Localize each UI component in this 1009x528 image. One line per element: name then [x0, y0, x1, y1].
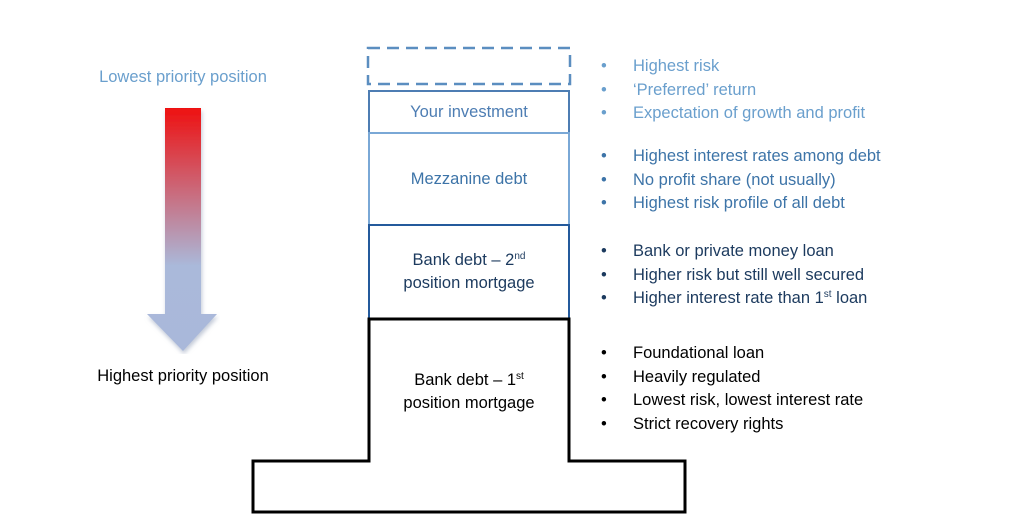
list-item: Higher interest rate than 1st loan: [601, 287, 867, 311]
list-item: No profit share (not usually): [601, 169, 881, 193]
bank-debt-2nd-label: Bank debt – 2nd position mortgage: [403, 249, 534, 295]
bank-debt-1st-line2: position mortgage: [403, 394, 535, 412]
list-item: Strict recovery rights: [601, 413, 863, 437]
investment-bullets: Highest risk ‘Preferred’ return Expectat…: [601, 55, 865, 126]
bank-debt-1st-sup: st: [516, 371, 524, 382]
list-item: Highest risk profile of all debt: [601, 192, 881, 216]
bank2-last-suffix: loan: [831, 289, 868, 307]
your-investment-label: Your investment: [410, 102, 528, 121]
bank-debt-2nd-line2: position mortgage: [403, 274, 535, 292]
mezzanine-bullets: Highest interest rates among debt No pro…: [601, 145, 881, 216]
list-item: ‘Preferred’ return: [601, 79, 865, 103]
list-item: Highest interest rates among debt: [601, 145, 881, 169]
bank-debt-2nd-sup: nd: [514, 251, 526, 262]
bank-debt-2nd-line1: Bank debt – 2: [412, 251, 515, 269]
list-item: Bank or private money loan: [601, 240, 867, 264]
dashed-placeholder-box: [366, 46, 572, 86]
bank1-bullets: Foundational loan Heavily regulated Lowe…: [601, 342, 863, 436]
bank2-last-sup: st: [823, 289, 832, 300]
lowest-priority-label: Lowest priority position: [99, 68, 267, 86]
bank-debt-1st-line1: Bank debt – 1: [414, 371, 517, 389]
highest-priority-label: Highest priority position: [97, 367, 269, 385]
mezzanine-debt-label: Mezzanine debt: [410, 169, 528, 188]
your-investment-block: Your investment: [368, 90, 570, 134]
bank2-last-prefix: Higher interest rate than 1: [633, 289, 824, 307]
list-item: Heavily regulated: [601, 366, 863, 390]
bank-debt-1st-block: Bank debt – 1st position mortgage: [370, 360, 568, 424]
list-item: Foundational loan: [601, 342, 863, 366]
bank-debt-2nd-block: Bank debt – 2nd position mortgage: [368, 224, 570, 320]
bank-debt-1st-label: Bank debt – 1st position mortgage: [403, 369, 534, 415]
list-item: Lowest risk, lowest interest rate: [601, 389, 863, 413]
mezzanine-debt-block: Mezzanine debt: [368, 132, 570, 226]
priority-arrow-icon: [147, 108, 217, 351]
list-item: Highest risk: [601, 55, 865, 79]
foundation-shape: [251, 317, 687, 514]
bank2-bullets: Bank or private money loan Higher risk b…: [601, 240, 867, 311]
list-item: Expectation of growth and profit: [601, 102, 865, 126]
list-item: Higher risk but still well secured: [601, 264, 867, 288]
